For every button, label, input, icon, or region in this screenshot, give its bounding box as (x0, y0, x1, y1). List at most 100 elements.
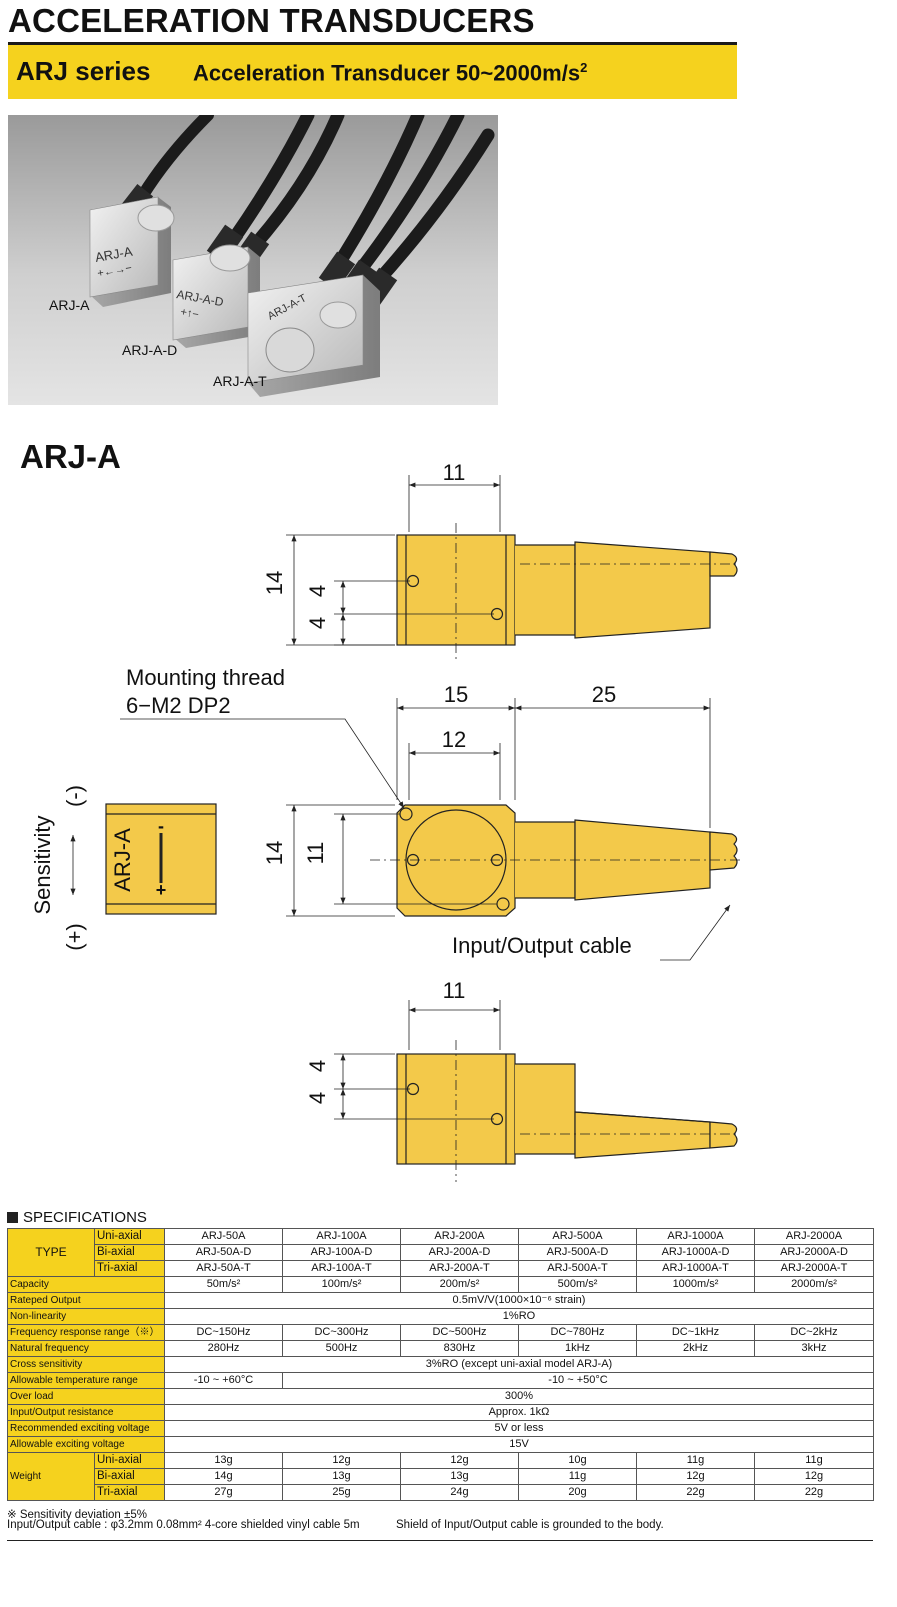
model-cell: ARJ-500A-T (518, 1260, 637, 1277)
table-row: Weight Uni-axial 13g 12g 12g 10g 11g 11g (7, 1452, 874, 1501)
spec-table: TYPE Uni-axial ARJ-50A ARJ-100A ARJ-200A… (7, 1228, 874, 1501)
table-row: Recommended exciting voltage 5V or less (7, 1420, 874, 1437)
weight-cell: 25g (282, 1484, 401, 1501)
cross-sensitivity-value: 3%RO (except uni-axial model ARJ-A) (164, 1356, 874, 1373)
model-cell: ARJ-50A-D (164, 1244, 283, 1261)
model-cell: ARJ-1000A-T (636, 1260, 755, 1277)
mounting-thread-label: Mounting thread (126, 665, 285, 690)
weight-cell: 11g (636, 1452, 755, 1469)
table-row: Input/Output resistance Approx. 1kΩ (7, 1404, 874, 1421)
frequency-cell: DC~150Hz (164, 1324, 283, 1341)
photo-label-arj-a-d: ARJ-A-D (122, 342, 177, 358)
weight-cell: 12g (400, 1452, 519, 1469)
type-header: TYPE (7, 1228, 95, 1277)
weight-axis-bi: Bi-axial (94, 1468, 165, 1485)
model-cell: ARJ-100A-T (282, 1260, 401, 1277)
top-view (286, 475, 740, 662)
frequency-cell: DC~500Hz (400, 1324, 519, 1341)
weight-cell: 13g (164, 1452, 283, 1469)
photo-label-arj-a-t: ARJ-A-T (213, 373, 267, 389)
resistance-value: Approx. 1kΩ (164, 1404, 874, 1421)
weight-cell: 10g (518, 1452, 637, 1469)
frequency-cell: DC~2kHz (754, 1324, 874, 1341)
rated-output-label: Ratepe​d Output (7, 1292, 165, 1309)
table-row: TYPE Uni-axial ARJ-50A ARJ-100A ARJ-200A… (7, 1228, 874, 1277)
weight-cell: 13g (400, 1468, 519, 1485)
dim-top-hole-1: 4 (305, 585, 330, 597)
dim-top-height: 14 (262, 571, 287, 595)
model-cell: ARJ-50A (164, 1228, 283, 1245)
section-title: ARJ-A (20, 438, 121, 475)
photo-cube-arj-a-d: ARJ-A-D +↑− (172, 244, 260, 348)
model-cell: ARJ-200A-D (400, 1244, 519, 1261)
natural-frequency-cell: 280Hz (164, 1340, 283, 1357)
weight-axis-uni: Uni-axial (94, 1452, 165, 1469)
model-cell: ARJ-200A (400, 1228, 519, 1245)
model-cell: ARJ-2000A (754, 1228, 874, 1245)
natural-frequency-cell: 500Hz (282, 1340, 401, 1357)
table-row: Ratepe​d Output 0.5mV/V(1000×10⁻⁶ strain… (7, 1292, 874, 1309)
dim-top-hole-2: 4 (305, 617, 330, 629)
model-cell: ARJ-50A-T (164, 1260, 283, 1277)
photo-cube-arj-a: ARJ-A +←→− (89, 196, 175, 307)
table-row: Capacity 50m/s² 100m/s² 200m/s² 500m/s² … (7, 1276, 874, 1293)
model-cell: ARJ-500A (518, 1228, 637, 1245)
sensitivity-label: Sensitivity (30, 815, 55, 914)
natural-frequency-cell: 3kHz (754, 1340, 874, 1357)
table-row: Frequency response range（※） DC~150Hz DC~… (7, 1324, 874, 1341)
bottom-rule (7, 1540, 873, 1541)
recommended-voltage-label: Recommended exciting voltage (7, 1420, 165, 1437)
photo-cube-arj-a-t: ARJ-A-T (247, 274, 380, 397)
frequency-cell: DC~300Hz (282, 1324, 401, 1341)
model-cell: ARJ-100A (282, 1228, 401, 1245)
rated-output-value: 0.5mV/V(1000×10⁻⁶ strain) (164, 1292, 874, 1309)
dim-mid-height: 14 (262, 841, 287, 865)
weight-cell: 22g (754, 1484, 874, 1501)
natural-frequency-cell: 830Hz (400, 1340, 519, 1357)
series-description-text: Acceleration Transducer 50~2000m/s (193, 60, 581, 86)
model-cell: ARJ-2000A-T (754, 1260, 874, 1277)
dim-mid-width: 15 (444, 682, 468, 707)
dim-bottom-hole-2: 4 (305, 1092, 330, 1104)
photo-cube-a-arrow: +←→− (96, 262, 132, 280)
capacity-cell: 2000m/s² (754, 1276, 874, 1293)
sensitivity-minus: (-) (62, 785, 87, 807)
natural-frequency-cell: 2kHz (636, 1340, 755, 1357)
weight-cell: 20g (518, 1484, 637, 1501)
temperature-range-rest: -10 ~ +50°C (282, 1372, 874, 1389)
table-row: Tri-axial ARJ-50A-T ARJ-100A-T ARJ-200A-… (8, 1260, 874, 1277)
specs-heading: SPECIFICATIONS (7, 1209, 147, 1226)
title-rule (8, 42, 737, 45)
axis-tri: Tri-axial (94, 1260, 165, 1277)
frequency-cell: DC~1kHz (636, 1324, 755, 1341)
model-cell: ARJ-500A-D (518, 1244, 637, 1261)
weight-cell: 27g (164, 1484, 283, 1501)
table-row: Over load 300% (7, 1388, 874, 1405)
model-cell: ARJ-200A-T (400, 1260, 519, 1277)
cross-sensitivity-label: Cross sensitivity (7, 1356, 165, 1373)
recommended-voltage-value: 5V or less (164, 1420, 874, 1437)
natural-frequency-label: Natural frequency (7, 1340, 165, 1357)
side-model-label: ARJ-A (110, 828, 135, 892)
weight-cell: 24g (400, 1484, 519, 1501)
allowable-voltage-value: 15V (164, 1436, 874, 1453)
series-banner (8, 45, 737, 99)
table-row: Cross sensitivity 3%RO (except uni-axial… (7, 1356, 874, 1373)
dim-bottom-hole-1: 4 (305, 1060, 330, 1072)
table-row: Non-linearity 1%RO (7, 1308, 874, 1325)
weight-label: Weight (7, 1452, 95, 1501)
capacity-cell: 200m/s² (400, 1276, 519, 1293)
square-bullet-icon (7, 1212, 18, 1223)
weight-cell: 11g (754, 1452, 874, 1469)
photo-label-arj-a: ARJ-A (49, 297, 90, 313)
weight-cell: 12g (282, 1452, 401, 1469)
axis-uni: Uni-axial (94, 1228, 165, 1245)
capacity-cell: 50m/s² (164, 1276, 283, 1293)
side-minus-mark: - (158, 816, 164, 836)
frequency-cell: DC~780Hz (518, 1324, 637, 1341)
dimension-drawing: 11 14 4 4 Mounting thread 6−M2 DP2 15 25… (30, 460, 740, 1182)
weight-cell: 13g (282, 1468, 401, 1485)
overload-label: Over load (7, 1388, 165, 1405)
overload-value: 300% (164, 1388, 874, 1405)
photo-cube-d-arrow: +↑− (179, 306, 199, 321)
